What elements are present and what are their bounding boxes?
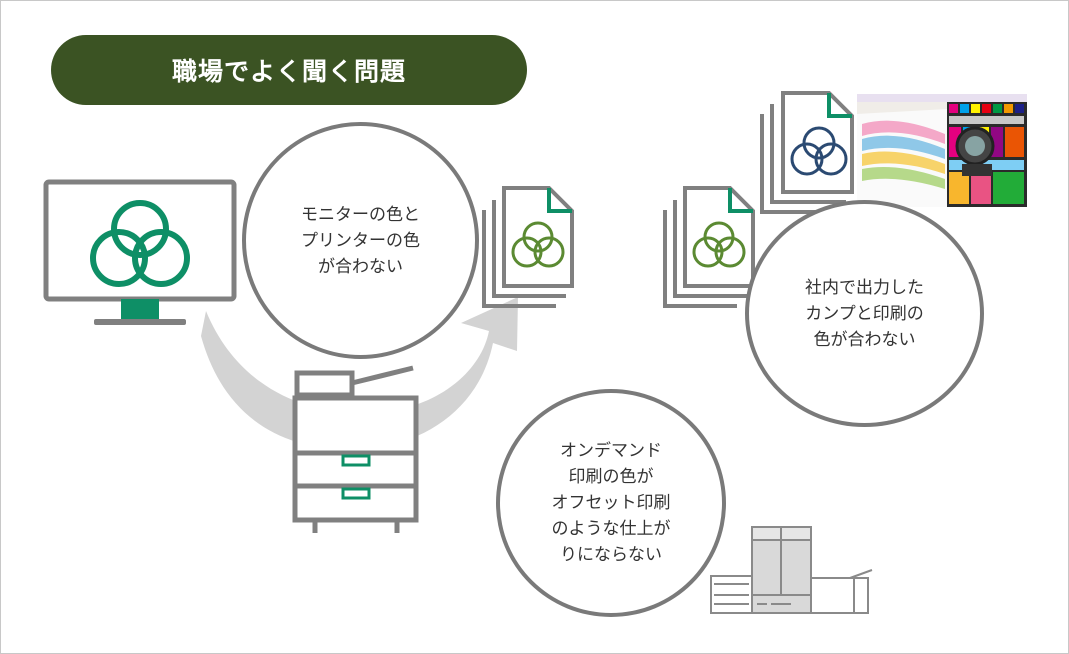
monitor-icon [43, 179, 237, 325]
bubble-line: 印刷の色が [568, 467, 654, 487]
press-machine-icon [710, 526, 873, 614]
page-title: 職場でよく聞く問題 [51, 35, 527, 105]
bubble-line: が合わない [318, 256, 403, 277]
problem-bubble-ondemand: オンデマンド 印刷の色が オフセット印刷 のような仕上が りにならない [496, 389, 726, 617]
color-chart-photo [857, 94, 1027, 207]
problem-bubble-monitor: モニターの色と プリンターの色 が合わない [242, 122, 479, 359]
document-stack-icon-3 [760, 91, 854, 214]
bubble-line: オフセット印刷 [551, 493, 671, 513]
bubble-line: のような仕上が [551, 519, 671, 539]
printer-icon [292, 365, 419, 533]
curved-arrow-icon [201, 297, 518, 450]
bubble-line: りにならない [560, 545, 662, 565]
document-stack-icon-2 [663, 186, 755, 308]
bubble-line: モニターの色と [301, 204, 420, 225]
bubble-line: オンデマンド [560, 441, 662, 461]
bubble-line: 社内で出力した [805, 277, 924, 298]
document-stack-icon [482, 186, 574, 308]
problem-bubble-proof: 社内で出力した カンプと印刷の 色が合わない [745, 200, 984, 427]
bubble-line: 色が合わない [813, 329, 916, 350]
bubble-line: カンプと印刷の [805, 303, 924, 324]
bubble-line: プリンターの色 [301, 230, 420, 251]
